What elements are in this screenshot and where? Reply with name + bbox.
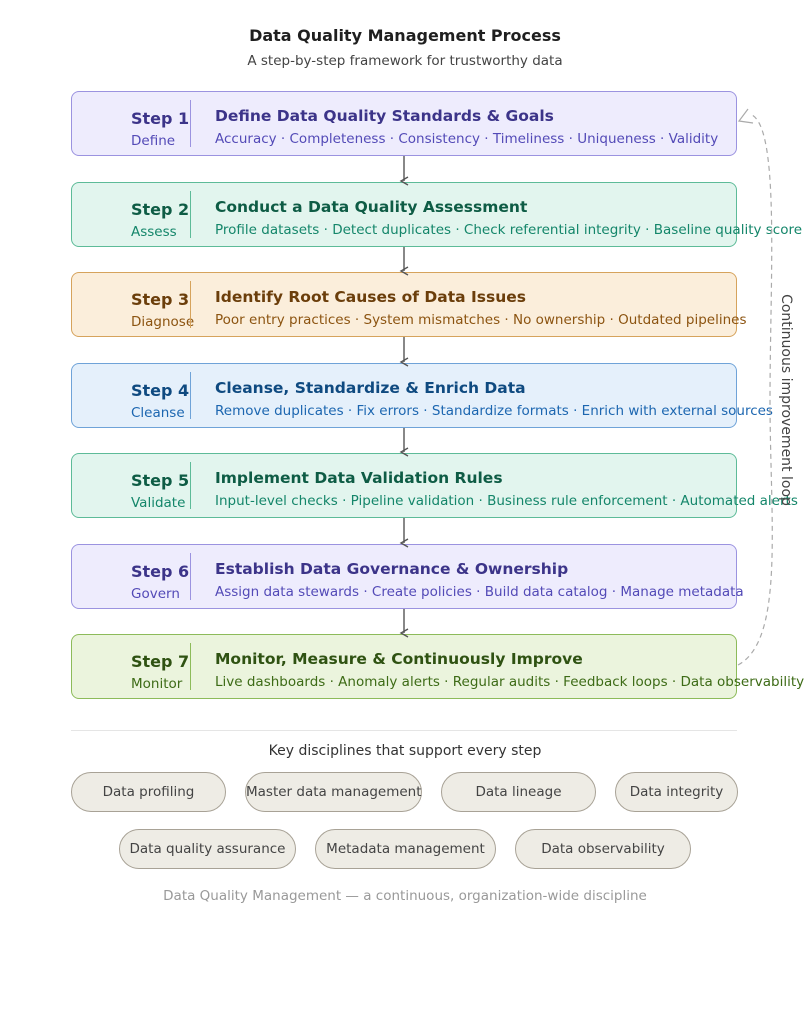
discipline-pill: Metadata management bbox=[315, 829, 496, 869]
step-verb: Monitor bbox=[131, 676, 183, 692]
step-title: Conduct a Data Quality Assessment bbox=[215, 198, 528, 216]
step-items: Live dashboards · Anomaly alerts · Regul… bbox=[215, 674, 805, 690]
step-card-3: Step 3 Diagnose Identify Root Causes of Da… bbox=[71, 272, 747, 337]
step-card-4: Step 4 Cleanse Cleanse, Standardize & Enri… bbox=[71, 363, 773, 428]
step-title: Define Data Quality Standards & Goals bbox=[215, 107, 554, 125]
section-divider bbox=[71, 730, 737, 731]
disciplines-heading: Key disciplines that support every step bbox=[268, 743, 542, 759]
step-verb: Validate bbox=[131, 495, 186, 511]
step-number: Step 1 bbox=[131, 109, 190, 128]
step-divider bbox=[190, 372, 191, 419]
step-divider bbox=[190, 191, 191, 238]
step-verb: Diagnose bbox=[131, 314, 195, 330]
step-verb: Govern bbox=[131, 586, 180, 602]
discipline-pill: Data integrity bbox=[615, 772, 738, 812]
step-items: Accuracy · Completeness · Consistency · … bbox=[215, 131, 719, 147]
step-verb: Assess bbox=[131, 224, 177, 240]
diagram-subtitle: A step-by-step framework for trustworthy… bbox=[247, 53, 563, 69]
step-card-1: Step 1 Define Define Data Quality Standard… bbox=[71, 91, 737, 156]
step-number: Step 7 bbox=[131, 652, 190, 671]
step-title: Establish Data Governance & Ownership bbox=[215, 560, 569, 578]
step-card-2: Step 2 Assess Conduct a Data Quality Asses… bbox=[71, 182, 802, 247]
step-title: Identify Root Causes of Data Issues bbox=[215, 288, 527, 306]
step-verb: Define bbox=[131, 133, 176, 149]
footer-caption: Data Quality Management — a continuous, … bbox=[163, 888, 647, 904]
discipline-pill: Master data management bbox=[245, 772, 422, 812]
discipline-pill: Data lineage bbox=[441, 772, 596, 812]
step-divider bbox=[190, 553, 191, 600]
continuous-loop-arc bbox=[737, 114, 773, 666]
step-number: Step 2 bbox=[131, 200, 190, 219]
discipline-pill: Data profiling bbox=[71, 772, 226, 812]
step-items: Profile datasets · Detect duplicates · C… bbox=[215, 222, 803, 238]
step-number: Step 3 bbox=[131, 290, 190, 309]
discipline-pill: Data observability bbox=[515, 829, 691, 869]
step-title: Monitor, Measure & Continuously Improve bbox=[215, 650, 583, 668]
loop-label: Continuous improvement loop bbox=[778, 294, 794, 506]
step-divider bbox=[190, 462, 191, 509]
step-number: Step 4 bbox=[131, 381, 190, 400]
step-divider bbox=[190, 643, 191, 690]
discipline-pill: Data quality assurance bbox=[119, 829, 296, 869]
step-card-6: Step 6 Govern Establish Data Governance & … bbox=[71, 544, 744, 609]
step-title: Implement Data Validation Rules bbox=[215, 469, 503, 487]
step-items: Remove duplicates · Fix errors · Standar… bbox=[215, 403, 773, 419]
step-items: Input-level checks · Pipeline validation… bbox=[215, 493, 798, 509]
step-title: Cleanse, Standardize & Enrich Data bbox=[215, 379, 526, 397]
step-items: Assign data stewards · Create policies ·… bbox=[215, 584, 744, 600]
step-divider bbox=[190, 100, 191, 147]
step-number: Step 5 bbox=[131, 471, 190, 490]
step-divider bbox=[190, 281, 191, 328]
loop-arrowhead bbox=[737, 108, 754, 124]
step-card-5: Step 5 Validate Implement Data Validation … bbox=[71, 453, 798, 518]
step-number: Step 6 bbox=[131, 562, 190, 581]
step-items: Poor entry practices · System mismatches… bbox=[215, 312, 747, 328]
diagram-title: Data Quality Management Process bbox=[249, 26, 561, 45]
step-verb: Cleanse bbox=[131, 405, 185, 421]
